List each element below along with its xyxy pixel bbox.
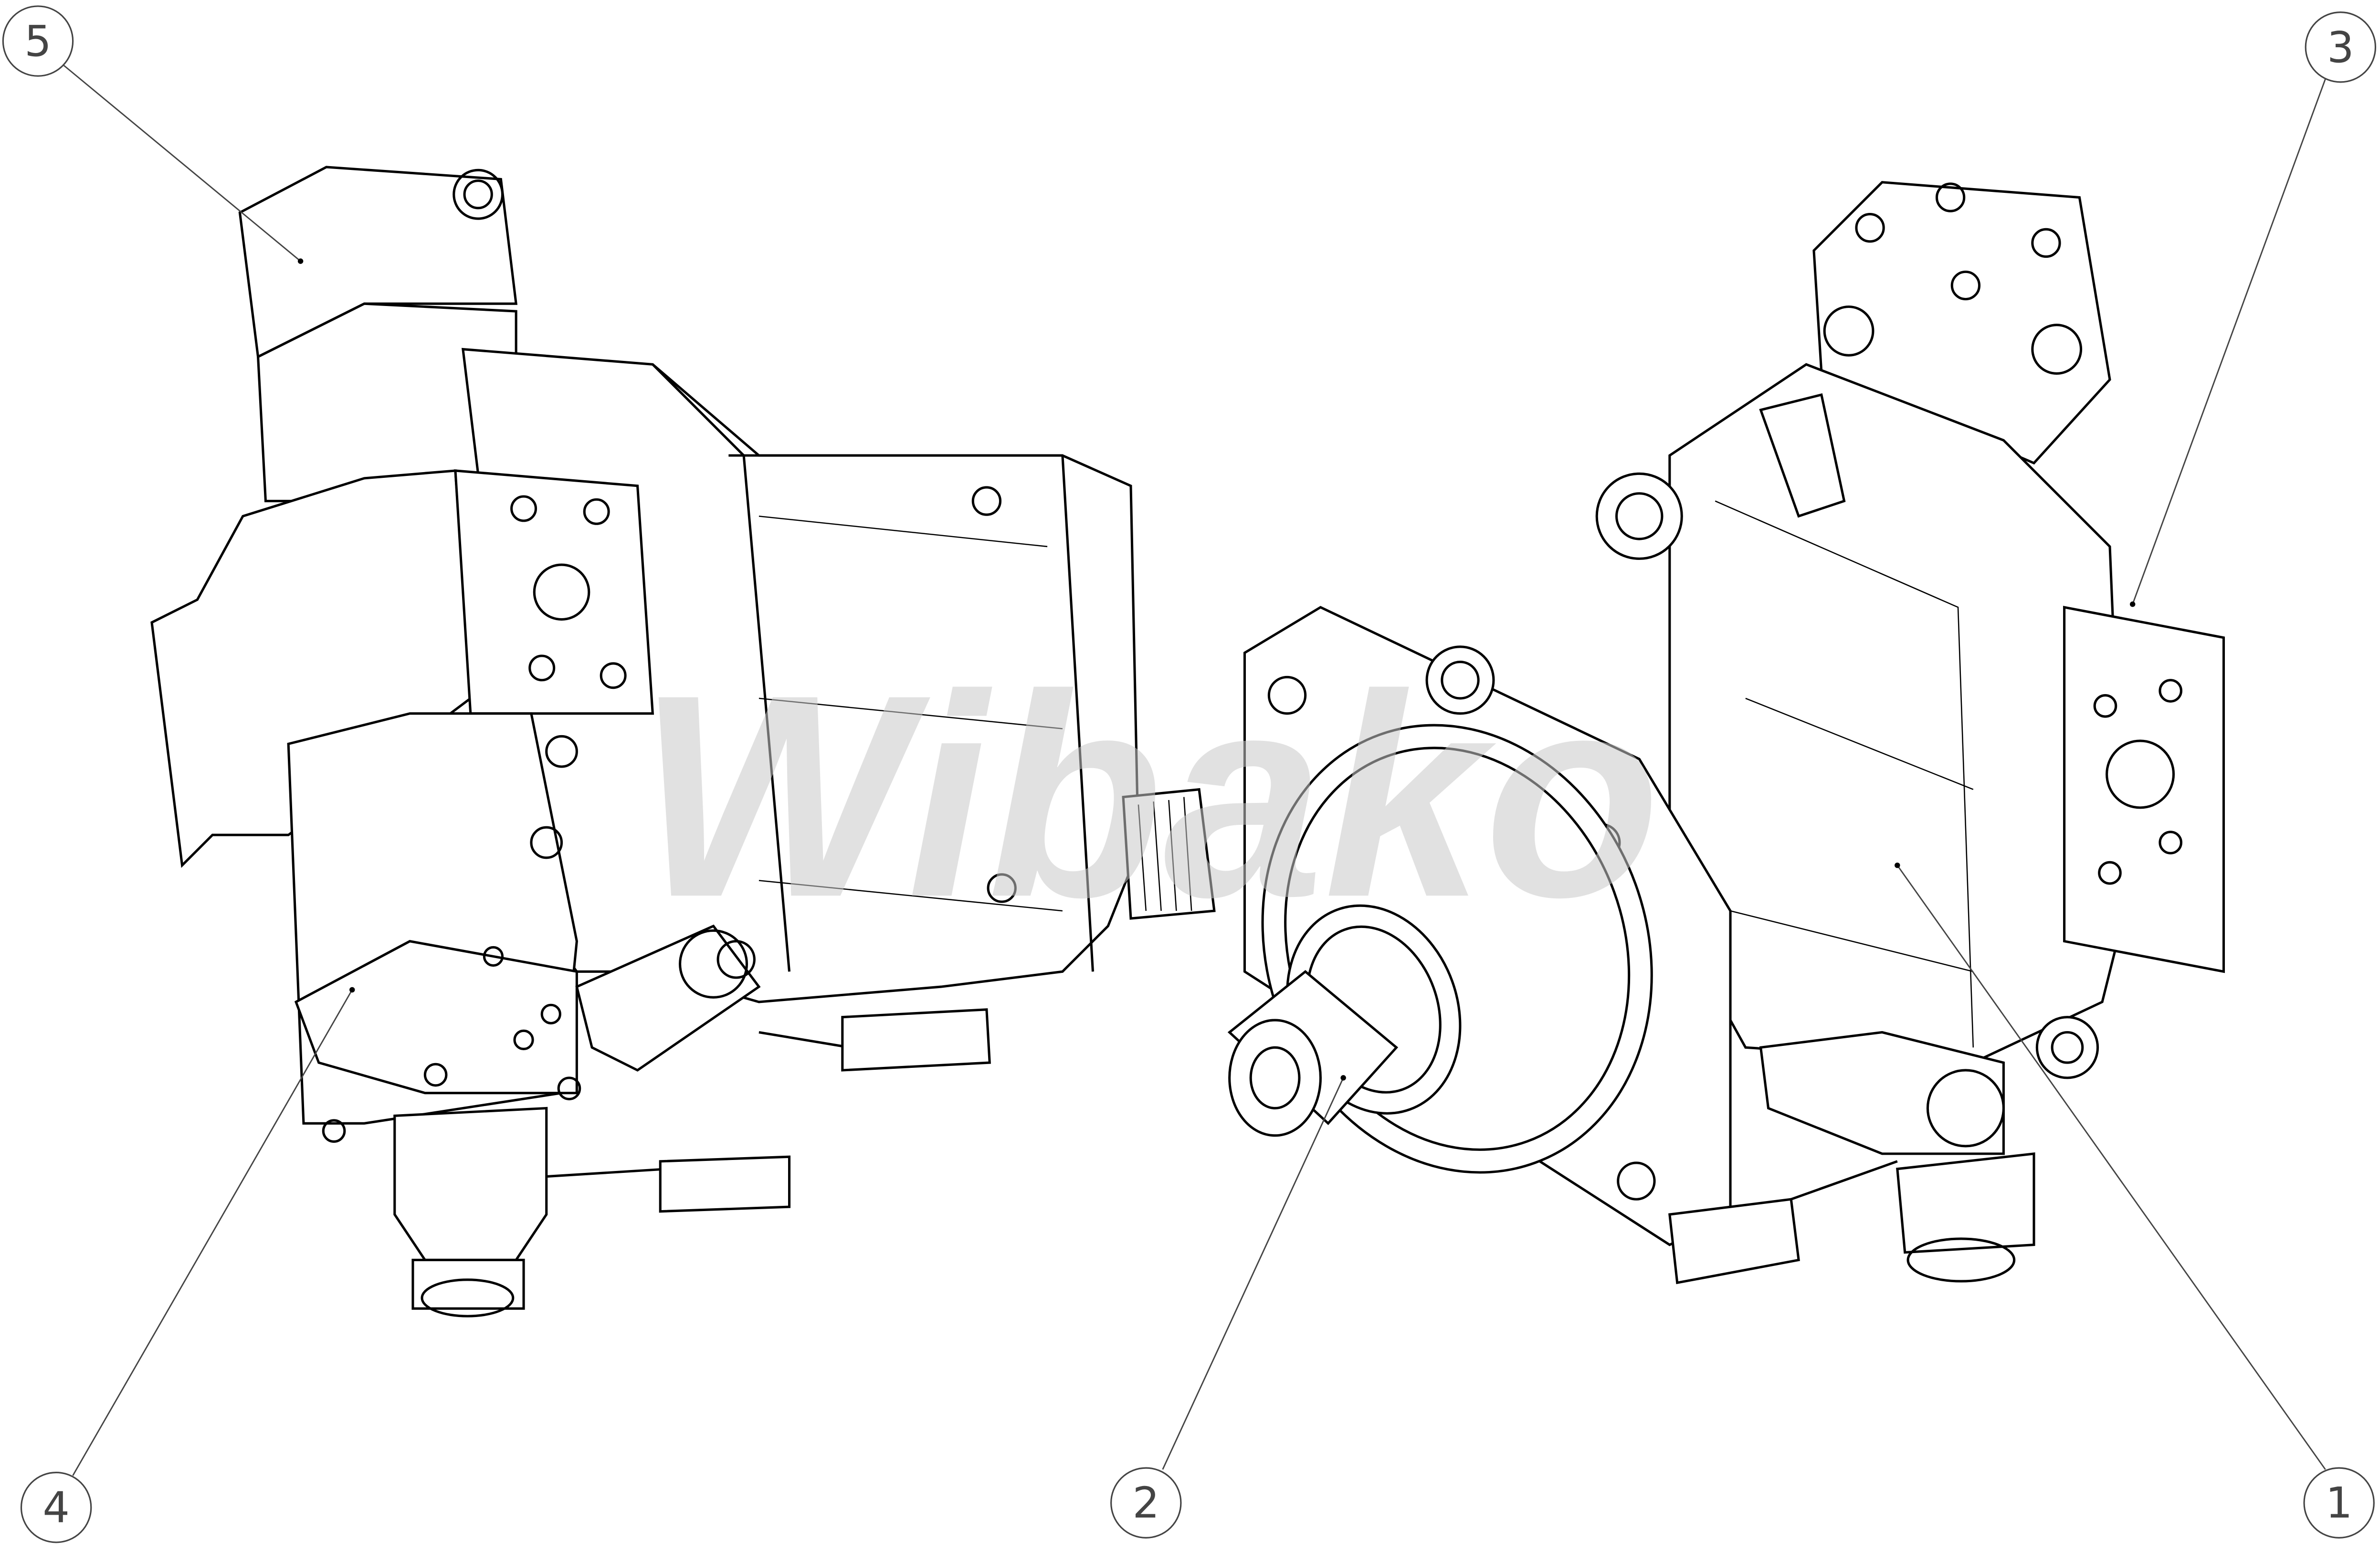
callout-2: 2: [1110, 1075, 1346, 1539]
left-motor-assembly: [150, 166, 1216, 1318]
callout-3: 3: [2129, 11, 2377, 607]
callout-label: 3: [2327, 22, 2354, 72]
callout-label: 1: [2326, 1478, 2353, 1528]
right-motor-assembly: [1227, 181, 2225, 1285]
callout-label: 2: [1132, 1478, 1159, 1528]
callout-4: 4: [20, 987, 355, 1543]
callout-5: 5: [2, 5, 304, 264]
callout-label: 4: [42, 1483, 70, 1532]
callout-1: 1: [1895, 862, 2375, 1539]
callout-label: 5: [24, 16, 52, 66]
